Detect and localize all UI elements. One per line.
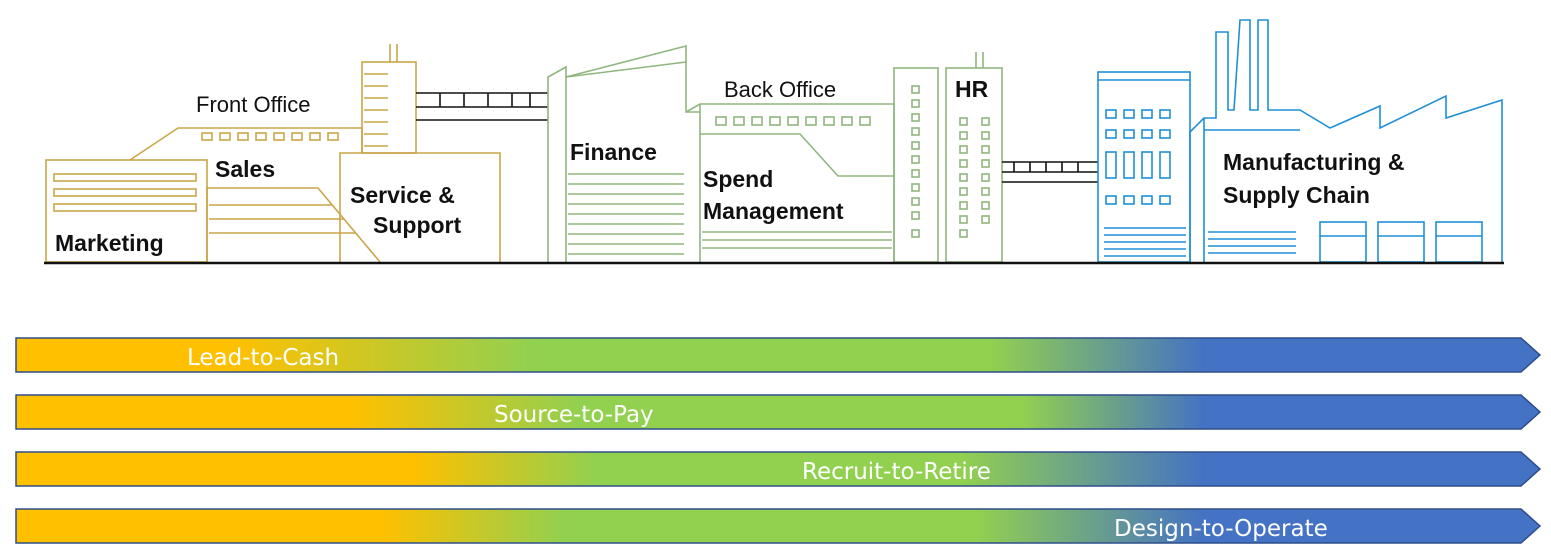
marketing-label: Marketing bbox=[55, 230, 164, 256]
back-office-label: Back Office bbox=[724, 77, 836, 102]
department-labels: Front Office Sales Marketing Service & S… bbox=[55, 74, 1404, 256]
manufacturing-label-line2: Supply Chain bbox=[1223, 182, 1370, 208]
front-office-buildings bbox=[45, 44, 501, 263]
process-label: Design-to-Operate bbox=[1114, 516, 1328, 542]
process-label: Source-to-Pay bbox=[494, 402, 654, 428]
process-label: Lead-to-Cash bbox=[187, 345, 339, 371]
front-office-label: Front Office bbox=[196, 92, 311, 117]
factory-louvers bbox=[1104, 227, 1296, 257]
process-arrow-lead-to-cash: Lead-to-Cash bbox=[15, 337, 1542, 373]
sales-label: Sales bbox=[215, 156, 275, 182]
manufacturing-label-line1: Manufacturing & bbox=[1223, 149, 1404, 175]
loading-doors bbox=[1319, 221, 1483, 263]
process-arrow-recruit-to-retire: Recruit-to-Retire bbox=[15, 451, 1542, 487]
process-arrows: Lead-to-Cash Source-to-Pay Recruit-to-Re… bbox=[15, 337, 1542, 544]
service-support-label-line1: Service & bbox=[350, 182, 455, 208]
process-label: Recruit-to-Retire bbox=[802, 459, 991, 485]
skybridge-hr-manufacturing bbox=[1002, 161, 1098, 183]
manufacturing-buildings bbox=[1097, 19, 1503, 263]
finance-label: Finance bbox=[570, 139, 657, 165]
service-support-label-line2: Support bbox=[373, 212, 461, 238]
front-office-windows bbox=[201, 132, 339, 141]
finance-lines bbox=[568, 173, 684, 255]
process-arrow-design-to-operate: Design-to-Operate bbox=[15, 508, 1542, 544]
skybridge-front-back bbox=[416, 92, 548, 121]
hr-windows bbox=[911, 85, 990, 238]
process-arrow-source-to-pay: Source-to-Pay bbox=[15, 394, 1542, 430]
hr-label: HR bbox=[955, 76, 989, 102]
back-office-windows bbox=[715, 116, 871, 126]
manufacturing-windows bbox=[1105, 109, 1171, 205]
spend-management-label-line2: Management bbox=[703, 198, 844, 224]
spend-management-label-line1: Spend bbox=[703, 166, 773, 192]
